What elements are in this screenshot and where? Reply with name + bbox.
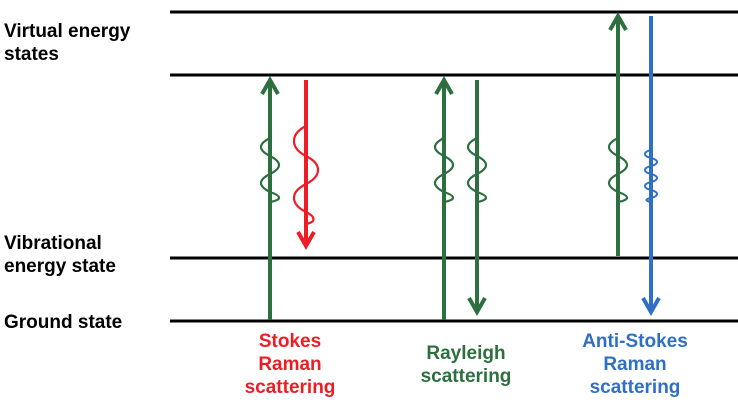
anti-stokes-excitation-arrowhead xyxy=(608,11,628,31)
stokes-label: Stokes Raman scattering xyxy=(244,331,336,398)
anti-stokes-excitation-wave xyxy=(607,137,629,204)
rayleigh-label: Rayleigh scattering xyxy=(420,343,512,387)
stokes-excitation-arrowhead xyxy=(260,75,280,95)
rayleigh-excitation-arrowhead xyxy=(434,75,454,95)
rayleigh-excitation-wave xyxy=(433,137,455,204)
anti-stokes-transition xyxy=(607,11,661,317)
stokes-excitation-wave xyxy=(259,137,281,204)
stokes-emission-wave xyxy=(292,125,320,226)
anti-stokes-label: Anti-Stokes Raman scattering xyxy=(582,331,688,398)
vibrational-state-label: Vibrational energy state xyxy=(4,233,116,277)
stokes-emission-arrowhead xyxy=(296,231,316,251)
rayleigh-transition xyxy=(433,75,488,320)
rayleigh-emission-wave xyxy=(466,137,488,204)
virtual-states-label: Virtual energy states xyxy=(4,21,131,65)
ground-state-label: Ground state xyxy=(4,312,123,333)
stokes-transition xyxy=(259,75,320,320)
anti-stokes-emission-wave xyxy=(644,149,658,203)
anti-stokes-emission-arrowhead xyxy=(641,297,661,317)
rayleigh-emission-arrowhead xyxy=(467,297,487,317)
